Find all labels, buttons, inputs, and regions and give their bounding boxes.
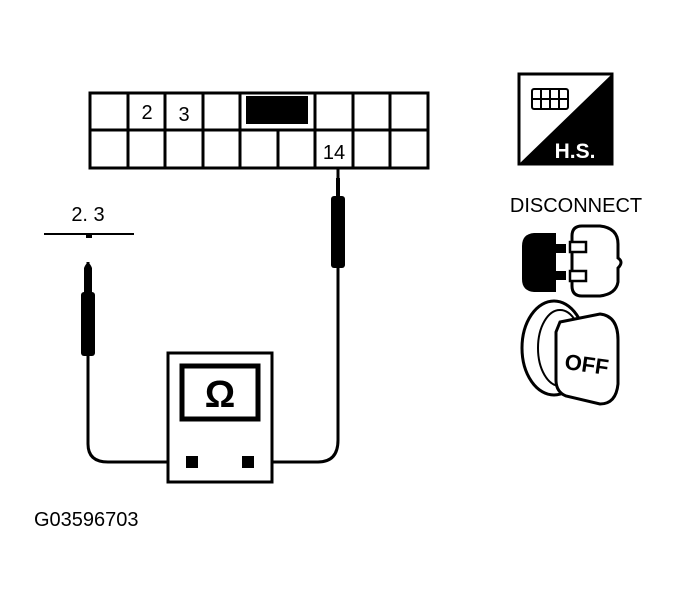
meter-terminal-right xyxy=(242,456,254,468)
ohm-symbol: Ω xyxy=(205,374,235,416)
left-probe xyxy=(81,263,95,356)
probe-terminal-label: 2. 3 xyxy=(71,204,104,226)
right-probe xyxy=(331,178,345,268)
connector-block: 2 3 14 xyxy=(88,91,430,170)
pin-label-2: 2 xyxy=(141,102,152,124)
pin-label-14: 14 xyxy=(323,142,345,164)
pin-label-3: 3 xyxy=(178,104,189,126)
ignition-off-text: OFF xyxy=(563,349,610,380)
probe-terminal-bracket: 2. 3 xyxy=(44,204,134,238)
figure-id: G03596703 xyxy=(34,509,139,531)
meter-terminal-left xyxy=(186,456,198,468)
ignition-off-icon: OFF xyxy=(520,299,620,406)
harness-side-caption: H.S. xyxy=(555,140,596,163)
disconnect-label: DISCONNECT xyxy=(510,195,642,217)
harness-connector-icon xyxy=(531,88,569,110)
test-leads xyxy=(86,168,340,464)
harness-side-symbol: H.S. xyxy=(517,72,614,166)
ohmmeter: Ω xyxy=(166,351,274,484)
disconnect-connector-icon xyxy=(522,224,623,298)
connector-lock-tab xyxy=(246,96,308,124)
